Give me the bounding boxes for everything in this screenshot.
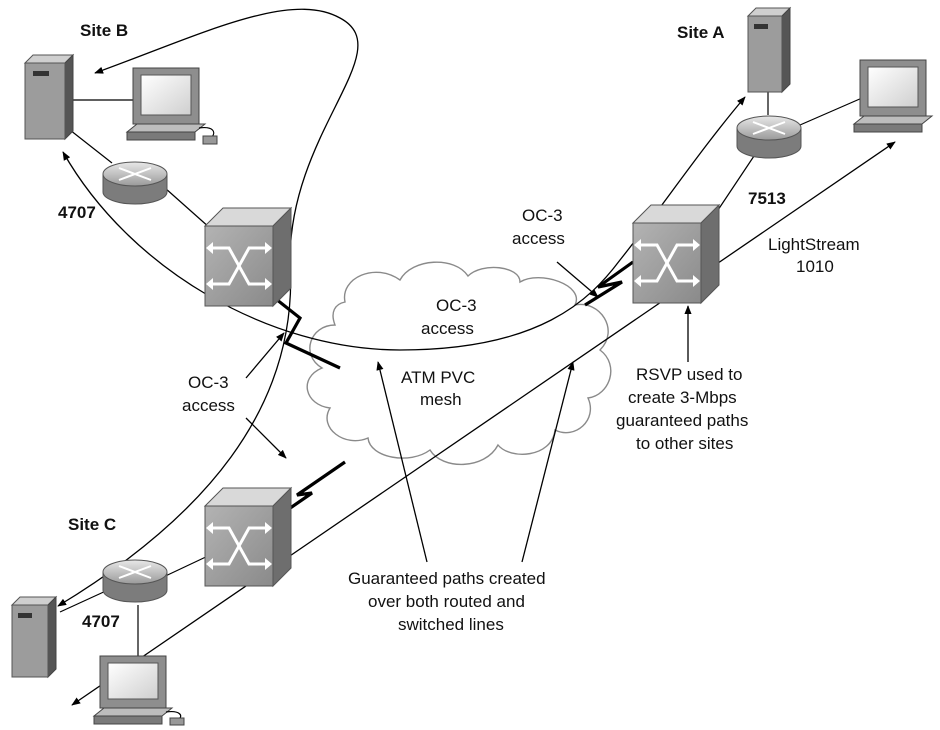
cloud-label-line2: mesh — [420, 390, 462, 409]
rsvp-note-line4: to other sites — [636, 434, 733, 453]
router-b-model-label: 4707 — [58, 203, 96, 222]
switch-a-model-line2: 1010 — [796, 257, 834, 276]
server-site-c — [10, 595, 58, 679]
rsvp-note-line1: RSVP used to — [636, 365, 742, 384]
atm-switch-site-a — [631, 203, 721, 305]
cloud-label-line1: ATM PVC — [401, 368, 475, 387]
site-b-label: Site B — [80, 21, 128, 40]
guaranteed-path-c-to-a — [71, 141, 896, 706]
atm-switch-site-c — [203, 486, 293, 588]
guaranteed-note-line1: Guaranteed paths created — [348, 569, 546, 588]
atm-cloud — [306, 261, 612, 466]
server-site-a — [746, 6, 792, 94]
guaranteed-note-line2: over both routed and — [368, 592, 525, 611]
router-site-b — [102, 161, 168, 205]
oc3-label-a-line2: access — [512, 229, 565, 248]
router-site-c — [102, 559, 168, 603]
workstation-site-a — [852, 59, 934, 133]
oc3-label-c-line2: access — [182, 396, 235, 415]
router-site-a — [736, 115, 802, 159]
atm-switch-site-b — [203, 206, 293, 308]
oc3-link-site-a — [584, 260, 634, 307]
site-c-label: Site C — [68, 515, 116, 534]
oc3-label-cloud-line2: access — [421, 319, 474, 338]
rsvp-note-line2: create 3-Mbps — [628, 388, 737, 407]
site-a-label: Site A — [677, 23, 725, 42]
rsvp-note-line3: guaranteed paths — [616, 411, 748, 430]
server-site-b — [23, 53, 75, 141]
guaranteed-note-line3: switched lines — [398, 615, 504, 634]
annotation-arrows — [245, 261, 692, 563]
oc3-label-c-line1: OC-3 — [188, 373, 229, 392]
switch-a-model-line1: LightStream — [768, 235, 860, 254]
router-c-model-label: 4707 — [82, 612, 120, 631]
oc3-label-a-line1: OC-3 — [522, 206, 563, 225]
oc3-label-cloud-line1: OC-3 — [436, 296, 477, 315]
router-a-model-label: 7513 — [748, 189, 786, 208]
workstation-site-b — [125, 67, 218, 145]
workstation-site-c — [92, 655, 185, 726]
